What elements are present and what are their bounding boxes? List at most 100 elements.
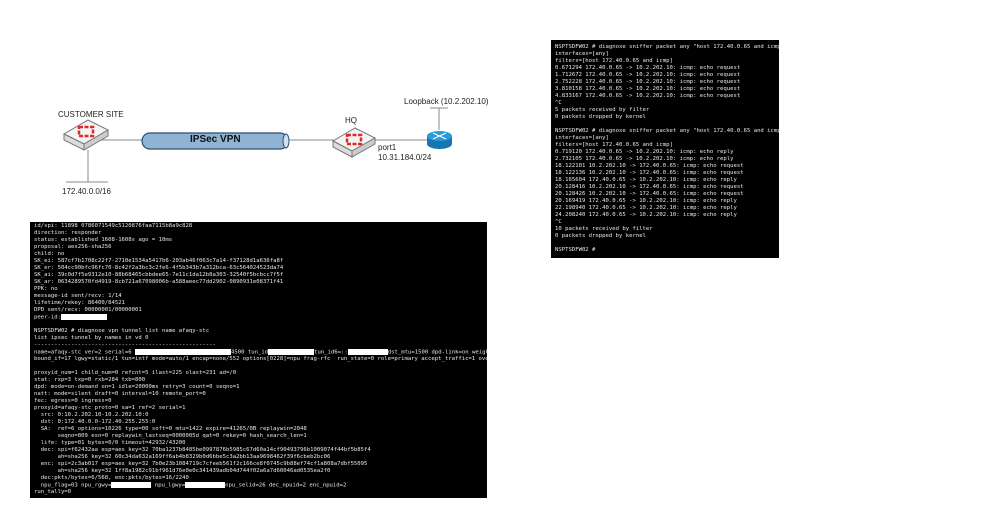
terminal-line	[555, 121, 775, 128]
terminal-text: enc: spi=2c3ab017 esp=aes key=32 7b0e23b…	[34, 461, 368, 467]
terminal-line: interfaces=[any]	[555, 135, 609, 141]
terminal-line: 5 packets received by filter	[555, 107, 650, 113]
terminal-text: id/spi: 11898 0786071549c5120876faa7115b…	[34, 223, 193, 229]
terminal-line: 20.169419 172.40.0.65 -> 10.2.202.10: ic…	[555, 198, 737, 204]
terminal-line: fec: egress=0 ingress=0	[34, 398, 483, 405]
terminal-text: direction: responder	[34, 230, 102, 236]
terminal-line: dpd: mode=on-demand on=1 idle=20000ms re…	[34, 384, 483, 391]
terminal-text: lifetime/rekey: 86400/84521	[34, 300, 125, 306]
terminal-line: natt: mode=silent draft=0 interval=10 re…	[34, 391, 483, 398]
hq-label: HQ	[345, 116, 357, 125]
terminal-line: PPK: no	[34, 286, 483, 293]
terminal-text: 4500 tun_id	[231, 349, 269, 356]
terminal-line: filters=[host 172.40.0.65 and icmp]	[555, 58, 673, 64]
terminal-line: ^C	[555, 100, 562, 106]
terminal-line: 18.122136 10.2.202.10 -> 172.40.0.65: ic…	[555, 170, 744, 176]
terminal-line: SK_er: 504cc90bfc96fc70-8c42f2a3bc3c2fe6…	[34, 265, 483, 272]
terminal-line: ah=sha256 key=32 1ff8a1982c91bf961d76e0e…	[34, 468, 483, 475]
customer-subnet-label: 172.40.0.0/16	[62, 187, 111, 196]
vpn-tunnel-terminal-output: id/spi: 11898 0786071549c5120876faa7115b…	[30, 222, 487, 498]
terminal-line: 1.712672 172.40.0.65 -> 10.2.202.10: icm…	[555, 72, 741, 78]
redacted-block	[185, 482, 226, 488]
terminal-line: 2.752228 172.40.0.65 -> 10.2.202.10: icm…	[555, 79, 741, 85]
terminal-text: dst: 0:172.40.0.0-172.40.255.255:0	[34, 419, 156, 425]
customer-firewall-icon	[62, 119, 110, 151]
terminal-line: id/spi: 11898 0786071549c5120876faa7115b…	[34, 223, 483, 230]
terminal-text: ah=sha256 key=32 1ff8a1982c91bf961d76e0e…	[34, 468, 331, 474]
terminal-line: 18.165604 172.40.0.65 -> 10.2.202.10: ic…	[555, 177, 737, 183]
terminal-text: NSPTSDFW02 # diagnose vpn tunnel list na…	[34, 328, 210, 334]
terminal-line: 0 packets dropped by kernel	[555, 233, 646, 239]
terminal-text: SK_er: 504cc90bfc96fc70-8c42f2a3bc3c2fe6…	[34, 265, 284, 271]
loopback-label: Loopback (10.2.202.10)	[404, 97, 489, 106]
terminal-text: PPK: no	[34, 286, 58, 292]
redacted-block	[60, 314, 107, 320]
terminal-text: child: no	[34, 251, 65, 257]
terminal-line: SK_ei: 587cf7b1708c22f7-2710e1534a5417b6…	[34, 258, 483, 265]
terminal-line: NSPTSDFW02 # diagnose vpn tunnel list na…	[34, 328, 483, 335]
terminal-line: message-id sent/recv: 1/14	[34, 293, 483, 300]
terminal-line: SK_ai: 39c0d7f5e9312e10-88b68465cbbdee65…	[34, 272, 483, 279]
tunnel-label: IPSec VPN	[190, 134, 241, 145]
terminal-text: proposal: aes256-sha256	[34, 244, 112, 250]
terminal-text: fec: egress=0 ingress=0	[34, 398, 112, 404]
terminal-line: bound_if=17 lgwy=static/1 tun=intf mode=…	[34, 356, 487, 363]
redacted-block	[268, 349, 315, 355]
terminal-line: dec:pkts/bytes=6/568, enc:pkts/bytes=16/…	[34, 475, 483, 482]
terminal-line: 10 packets received by filter	[555, 226, 653, 232]
terminal-text: run_tally=0	[34, 489, 72, 495]
terminal-text: stat: rxp=3 txp=0 rxb=284 txb=800	[34, 377, 146, 383]
terminal-text: DPD sent/recv: 00000001/00000001	[34, 307, 142, 313]
terminal-line	[555, 240, 775, 247]
terminal-line: dec: spi=f62432aa esp=aes key=32 70ba123…	[34, 447, 483, 454]
terminal-line: NSPTSDFW02 # diagnose sniffer packet any…	[555, 128, 779, 134]
terminal-text: dpd: mode=on-demand on=1 idle=20000ms re…	[34, 384, 240, 390]
terminal-line: list ipsec tunnel by names in vd 0	[34, 335, 483, 342]
terminal-text: SA: ref=6 options=10226 type=00 soft=0 m…	[34, 426, 307, 432]
terminal-line: ah=sha256 key=32 60c34da632a169ff6ab4b83…	[34, 454, 483, 461]
redacted-block	[347, 349, 388, 355]
terminal-line: direction: responder	[34, 230, 483, 237]
terminal-text: dst_mtu=1500 dpd-link=on weight=1	[387, 349, 487, 356]
terminal-text: ah=sha256 key=32 60c34da632a169ff6ab4b83…	[34, 454, 331, 460]
terminal-line: run_tally=0	[34, 489, 483, 496]
terminal-text: status: established 1608-1608s ago = 10m…	[34, 237, 173, 243]
terminal-line: NSPTSDFW02 # diagnose sniffer packet any…	[555, 44, 779, 50]
router-icon	[427, 131, 452, 149]
terminal-text: tun_id6=::	[314, 349, 348, 356]
terminal-line: 3.810158 172.40.0.65 -> 10.2.202.10: icm…	[555, 86, 741, 92]
terminal-text: npu_flag=03 npu_rgwy=	[34, 482, 112, 489]
terminal-text: proxyid_num=1 child_num=0 refcnt=5 ilast…	[34, 370, 237, 376]
terminal-line: 18.122101 10.2.202.10 -> 172.40.0.65: ic…	[555, 163, 744, 169]
terminal-text: bound_if=17 lgwy=static/1 tun=intf mode=…	[34, 356, 487, 362]
sniffer-terminal-output: NSPTSDFW02 # diagnose sniffer packet any…	[551, 40, 779, 258]
terminal-line: status: established 1608-1608s ago = 10m…	[34, 237, 483, 244]
port-subnet-label: 10.31.184.0/24	[378, 153, 432, 162]
terminal-line: 0.671294 172.40.0.65 -> 10.2.202.10: icm…	[555, 65, 741, 71]
terminal-line: src: 0:10.2.202.10-10.2.202.10:0	[34, 412, 483, 419]
terminal-line: peer-id:	[34, 314, 483, 321]
terminal-text: src: 0:10.2.202.10-10.2.202.10:0	[34, 412, 149, 418]
terminal-line: interfaces=[any]	[555, 51, 609, 57]
terminal-line: 24.208240 172.40.0.65 -> 10.2.202.10: ic…	[555, 212, 737, 218]
terminal-text: natt: mode=silent draft=0 interval=10 re…	[34, 391, 206, 397]
terminal-text: SK_ei: 587cf7b1708c22f7-2710e1534a5417b6…	[34, 258, 284, 264]
diagram-lines	[62, 107, 452, 183]
terminal-line: SA: ref=6 options=10226 type=00 soft=0 m…	[34, 426, 483, 433]
terminal-line: 20.128416 10.2.202.10 -> 172.40.0.65: ic…	[555, 184, 744, 190]
terminal-line: 2.732105 172.40.0.65 -> 10.2.202.10: icm…	[555, 156, 734, 162]
terminal-text: proxyid=afaqy-stc proto=0 sa=1 ref=2 ser…	[34, 405, 186, 411]
terminal-line: proxyid_num=1 child_num=0 refcnt=5 ilast…	[34, 370, 483, 377]
terminal-line: child: no	[34, 251, 483, 258]
hq-firewall-icon	[331, 127, 377, 158]
terminal-line: proposal: aes256-sha256	[34, 244, 483, 251]
terminal-line: npu_flag=03 npu_rgwy= npu_lgwy=npu_selid…	[34, 482, 483, 489]
terminal-text: dec:pkts/bytes=6/568, enc:pkts/bytes=16/…	[34, 475, 189, 481]
terminal-text: seqno=809 esn=0 replaywin_lastseq=000000…	[34, 433, 307, 439]
terminal-text: ----------------------------------------…	[34, 342, 216, 348]
terminal-line: 20.128426 10.2.202.10 -> 172.40.0.65: ic…	[555, 191, 744, 197]
terminal-line: SK_ar: 0634289570fd4919-8cb721a67098006b…	[34, 279, 483, 286]
terminal-line: life: type=01 bytes=0/0 timeout=42932/43…	[34, 440, 483, 447]
terminal-text: list ipsec tunnel by names in vd 0	[34, 335, 149, 341]
terminal-line: NSPTSDFW02 #	[555, 247, 596, 253]
